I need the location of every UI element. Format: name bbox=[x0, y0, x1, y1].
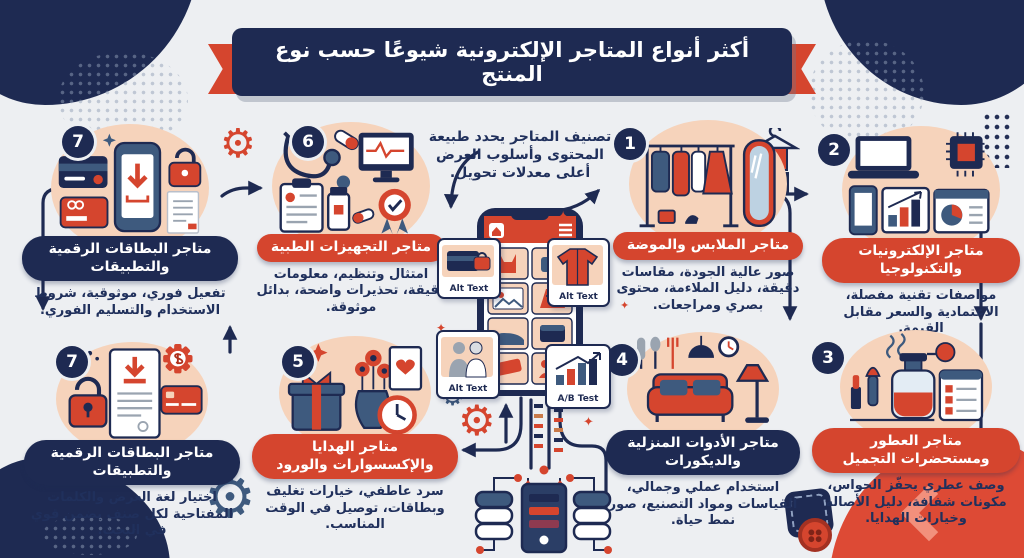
ab-test-card: A/B Test bbox=[545, 344, 611, 409]
section-number-badge: 3 bbox=[812, 342, 844, 374]
section-label: متاجر الهدايا والإكسسوارات والورود bbox=[252, 434, 458, 479]
section-label: متاجر البطاقات الرقمية والتطبيقات bbox=[24, 440, 240, 485]
section-perfumes-cosmetics: 3 متاجر العطور ومستحضرات الت bbox=[812, 330, 1020, 528]
alt-text-label: Alt Text bbox=[559, 292, 598, 302]
section-number-badge: 7 bbox=[56, 346, 88, 378]
alt-text-label: Alt Text bbox=[449, 284, 489, 294]
section-description: سرد عاطفي، خيارات تغليف وبطاقات، توصيل ف… bbox=[265, 484, 445, 533]
section-medical-equipment: 6 bbox=[250, 122, 452, 316]
alt-text-card-people: Alt Text bbox=[436, 330, 500, 399]
ab-test-label: A/B Test bbox=[557, 394, 599, 404]
center-note: تصنيف المتاجر يحدد طبيعة المحتوى وأسلوب … bbox=[428, 129, 612, 182]
page-title: أكثر أنواع المتاجر الإلكترونية شيوعًا حس… bbox=[232, 28, 792, 96]
section-label: متاجر الإلكترونيات والتكنولوجيا bbox=[822, 238, 1020, 283]
section-description: اختيار لغة العرض والكلمات المفتاحية لكل … bbox=[30, 490, 234, 539]
section-description: وصف عطري يحفّز الحواس، مكونات شفافة، دلي… bbox=[825, 478, 1007, 527]
section-label: متاجر البطاقات الرقمية والتطبيقات bbox=[22, 236, 238, 281]
sparkle-icon: ✦ bbox=[620, 299, 630, 312]
gear-icon: ⚙ bbox=[458, 396, 496, 445]
section-electronics-technology: 2 bbox=[818, 126, 1020, 338]
section-label: متاجر التجهيزات الطبية bbox=[256, 234, 446, 262]
perfume-cosmetics-illustration bbox=[840, 330, 992, 444]
section-label: متاجر الملابس والموضة bbox=[612, 232, 804, 260]
sparkle-icon: ✦ bbox=[583, 415, 594, 430]
section-number-badge: 6 bbox=[292, 126, 324, 158]
section-number-badge: 5 bbox=[282, 346, 314, 378]
section-clothing-fashion: 1 متاجر الملابس والموضة صور عالية الجودة… bbox=[612, 120, 804, 314]
alt-text-card-payment: Alt Text bbox=[437, 238, 501, 299]
section-description: استخدام عملي وجمالي، القياسات ومواد التص… bbox=[608, 480, 798, 529]
data-stream-dashes bbox=[534, 404, 563, 452]
section-number-badge: 4 bbox=[606, 344, 638, 376]
title-banner: أكثر أنواع المتاجر الإلكترونية شيوعًا حس… bbox=[208, 28, 816, 96]
halftone-dots bbox=[42, 515, 137, 555]
section-description: امتثال وتنظيم، معلومات دقيقة، تحذيرات وا… bbox=[256, 266, 446, 315]
section-label: متاجر الأدوات المنزلية والديكورات bbox=[606, 430, 800, 475]
section-digital-cards-apps-bottom: 7 bbox=[24, 342, 240, 540]
medical-equipment-illustration bbox=[272, 122, 430, 250]
clothing-rack-illustration bbox=[629, 120, 787, 248]
alt-text-card-shirt: Alt Text bbox=[547, 238, 610, 307]
home-decor-illustration bbox=[627, 332, 779, 446]
section-number-badge: 7 bbox=[62, 126, 94, 158]
section-label: متاجر العطور ومستحضرات التجميل bbox=[812, 428, 1020, 473]
section-digital-cards-apps-top: 7 bbox=[22, 124, 238, 319]
electronics-illustration bbox=[842, 126, 1000, 254]
button-icon bbox=[798, 518, 832, 552]
section-description: صور عالية الجودة، مقاسات دقيقة، دليل الم… bbox=[616, 264, 800, 313]
section-gifts-accessories-flowers: 5 متاجر الهدايا والإكسسوارات والورود سرد… bbox=[252, 336, 458, 534]
section-description: تفعيل فوري، موثوقية، شروط الاستخدام والت… bbox=[34, 286, 226, 318]
section-number-badge: 1 bbox=[614, 128, 646, 160]
section-number-badge: 2 bbox=[818, 134, 850, 166]
sparkle-icon: ✦ bbox=[436, 321, 447, 335]
gear-icon: ⚙ bbox=[220, 121, 256, 167]
sparkle-icon: ✦ bbox=[556, 208, 571, 228]
section-home-tools-decor: 4 متاجر الأدوات المنزلية والديكورات bbox=[606, 332, 800, 530]
server-database-illustration bbox=[474, 465, 612, 554]
alt-text-label: Alt Text bbox=[448, 384, 488, 394]
